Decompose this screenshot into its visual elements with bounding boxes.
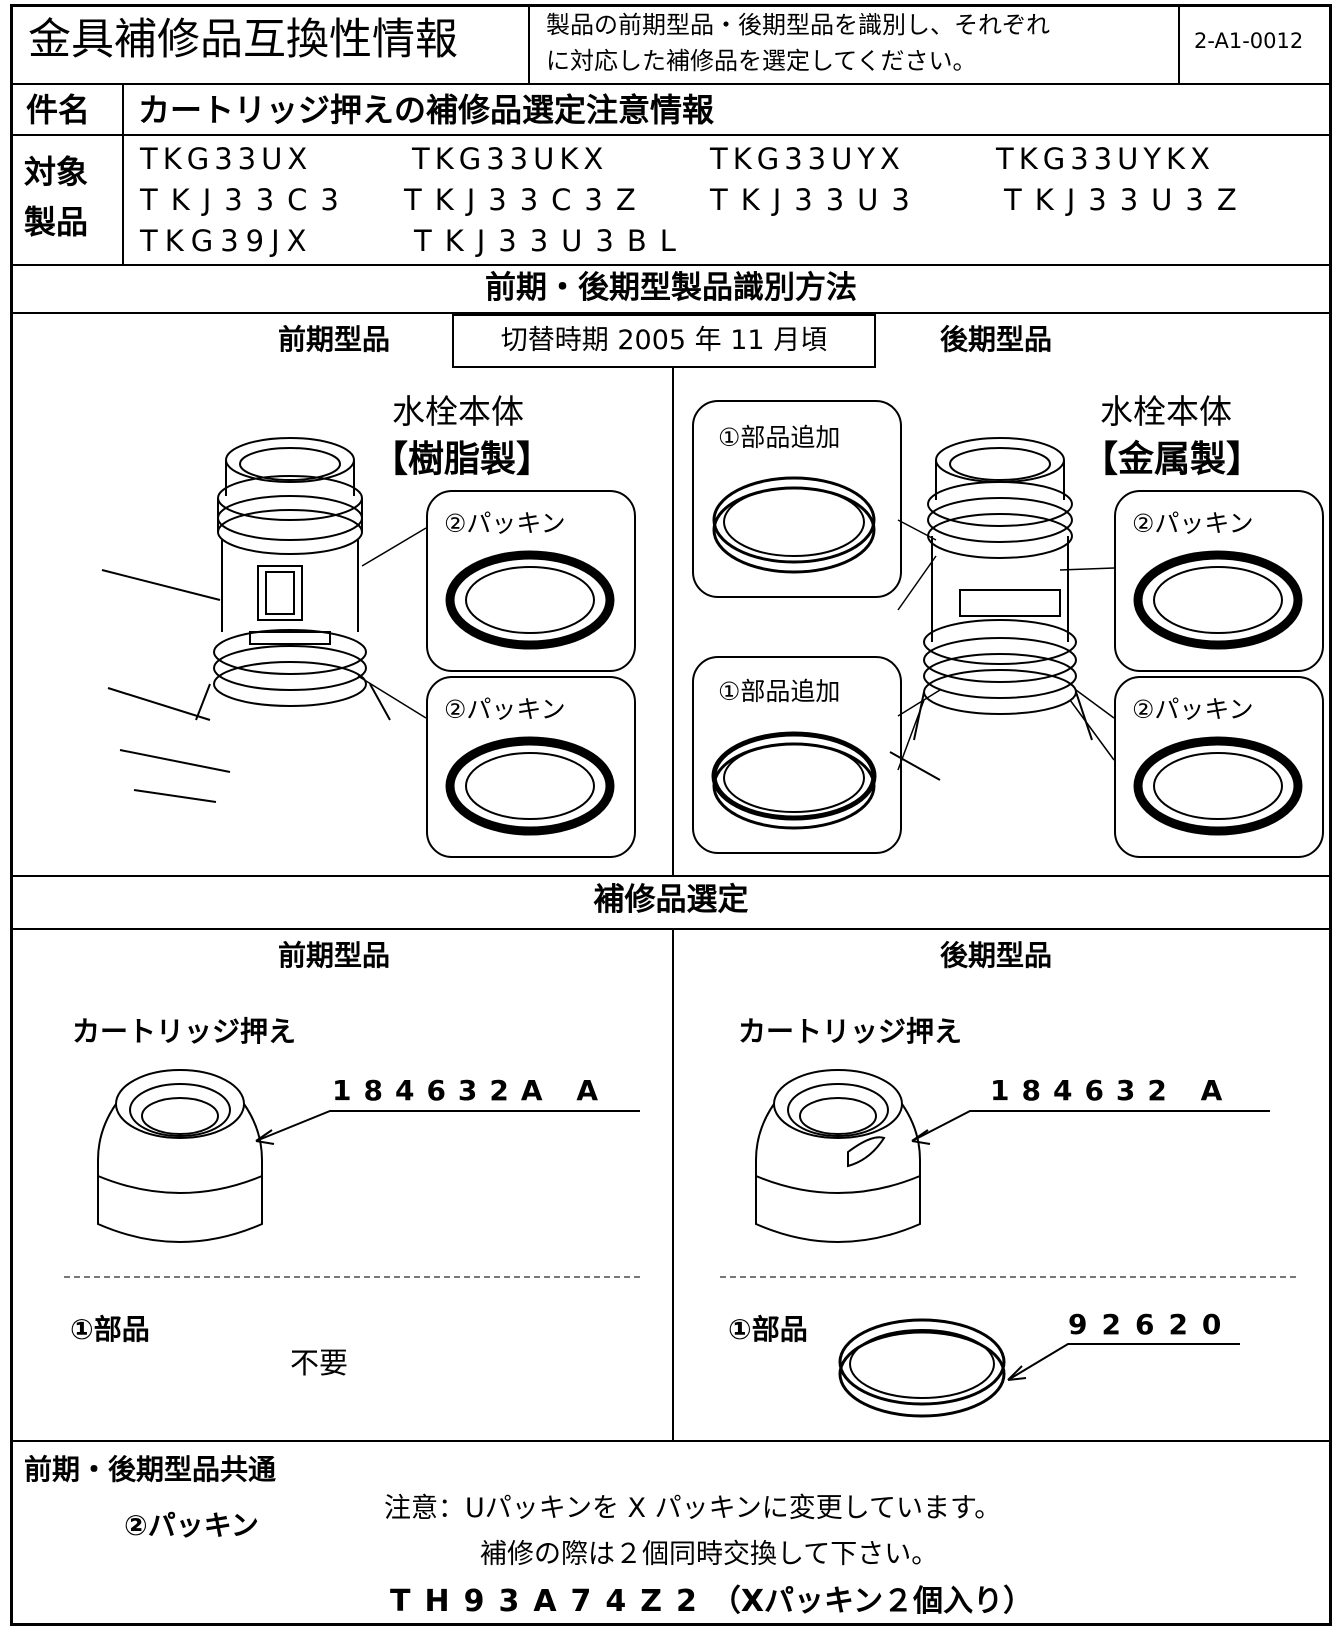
part-ring-icon [712,476,876,574]
switch-period-box: 切替時期 2005 年 11 月頃 [452,314,876,368]
part-number-92620: 92620 [1068,1308,1236,1341]
model-item: TKG33UYX [710,142,905,176]
target-label-line1: 対象 [24,153,89,191]
divider-dashed [720,1276,1296,1278]
part-description: （Xパッキン２個入り） [710,1584,1034,1619]
header-description-line1: 製品の前期型品・後期型品を識別し、それぞれ [546,11,1050,39]
part-add-label-late-bottom: ①部品追加 [718,677,841,706]
sheet-frame [10,4,1332,1626]
part-add-callout-late-bottom [692,656,902,854]
identification-title: 前期・後期型製品識別方法 [485,270,857,306]
model-item: TKG33UYKX [996,142,1215,176]
part-ring-92620-illustration [838,1318,1006,1418]
packing-ring-icon [445,736,615,836]
model-item: TKJ33U3BL [414,224,689,258]
faucet-cartridge-early-illustration [101,437,391,803]
callout-leader-lines-late [897,519,1115,771]
model-item: TKG33UKX [412,142,609,176]
packing-callout-early-top [426,490,636,672]
faucet-cartridge-late-illustration [889,437,1093,781]
packing-label-early-bottom: ②パッキン [444,695,566,724]
cartridge-part-number-early: 184632A A [332,1074,610,1107]
model-item: TKJ33C3 [140,183,352,217]
part-not-required: 不要 [290,1346,349,1380]
packing-label-late-top: ②パッキン [1132,509,1254,538]
model-item: TKG33UX [140,142,313,176]
material-label-early: 【樹脂製】 [372,439,553,480]
part-label-late: ①部品 [728,1313,808,1346]
early-selection-label: 前期型品 [278,939,391,972]
model-item: TKG39JX [140,224,314,258]
part-code: TH93A74Z2 [390,1584,711,1619]
packing-callout-late-bottom [1114,676,1324,858]
model-item: TKJ33U3 [710,183,923,217]
document-number: 2-A1-0012 [1194,29,1304,53]
subject-text: カートリッジ押えの補修品選定注意情報 [138,91,715,129]
divider-dashed [64,1276,640,1278]
note-line1: 注意：Uパッキンを X パッキンに変更しています。 [384,1493,1002,1524]
document-title: 金具補修品互換性情報 [28,15,458,65]
cartridge-holder-label-late: カートリッジ押え [738,1015,963,1048]
note-line2: 補修の際は２個同時交換して下さい。 [480,1539,939,1570]
common-title: 前期・後期型品共通 [24,1453,277,1486]
target-label-line2: 製品 [24,203,89,241]
faucet-body-label-late: 水栓本体 [1100,392,1232,431]
part-label-early: ①部品 [70,1313,150,1346]
header-description-line2: に対応した補修品を選定してください。 [546,47,977,75]
packing-label-early-top: ②パッキン [444,509,566,538]
cartridge-holder-late-illustration [755,1069,921,1243]
model-item: TKJ33C3Z [404,183,649,217]
late-selection-label: 後期型品 [940,939,1053,972]
part-add-callout-late-top [692,400,902,598]
early-model-label: 前期型品 [278,323,391,356]
packing-label-late-bottom: ②パッキン [1132,695,1254,724]
subject-label: 件名 [26,91,91,129]
packing-ring-icon [445,550,615,650]
part-ring-icon [711,731,877,830]
packing-callout-late-top [1114,490,1324,672]
late-model-label: 後期型品 [940,323,1053,356]
part-add-label-late-top: ①部品追加 [718,423,841,452]
model-item: TKJ33U3Z [1004,183,1250,217]
packing-callout-early-bottom [426,676,636,858]
selection-title: 補修品選定 [593,882,749,918]
packing-part-code: TH93A74Z2（Xパッキン２個入り） [390,1576,1033,1620]
cartridge-holder-early-illustration [97,1069,263,1243]
material-label-late: 【金属製】 [1082,439,1263,480]
packing-ring-icon [1133,736,1303,836]
packing-ring-icon [1133,550,1303,650]
callout-leader-lines-early [357,527,427,719]
part-number-leader-92620 [1007,1343,1240,1381]
packing-label-common: ②パッキン [124,1509,259,1542]
cartridge-holder-label-early: カートリッジ押え [72,1015,297,1048]
part-number-leader-early [255,1110,640,1145]
cartridge-part-number-late: 184632 A [990,1074,1235,1107]
part-number-leader-late [911,1110,1270,1145]
faucet-body-label-early: 水栓本体 [392,392,524,431]
